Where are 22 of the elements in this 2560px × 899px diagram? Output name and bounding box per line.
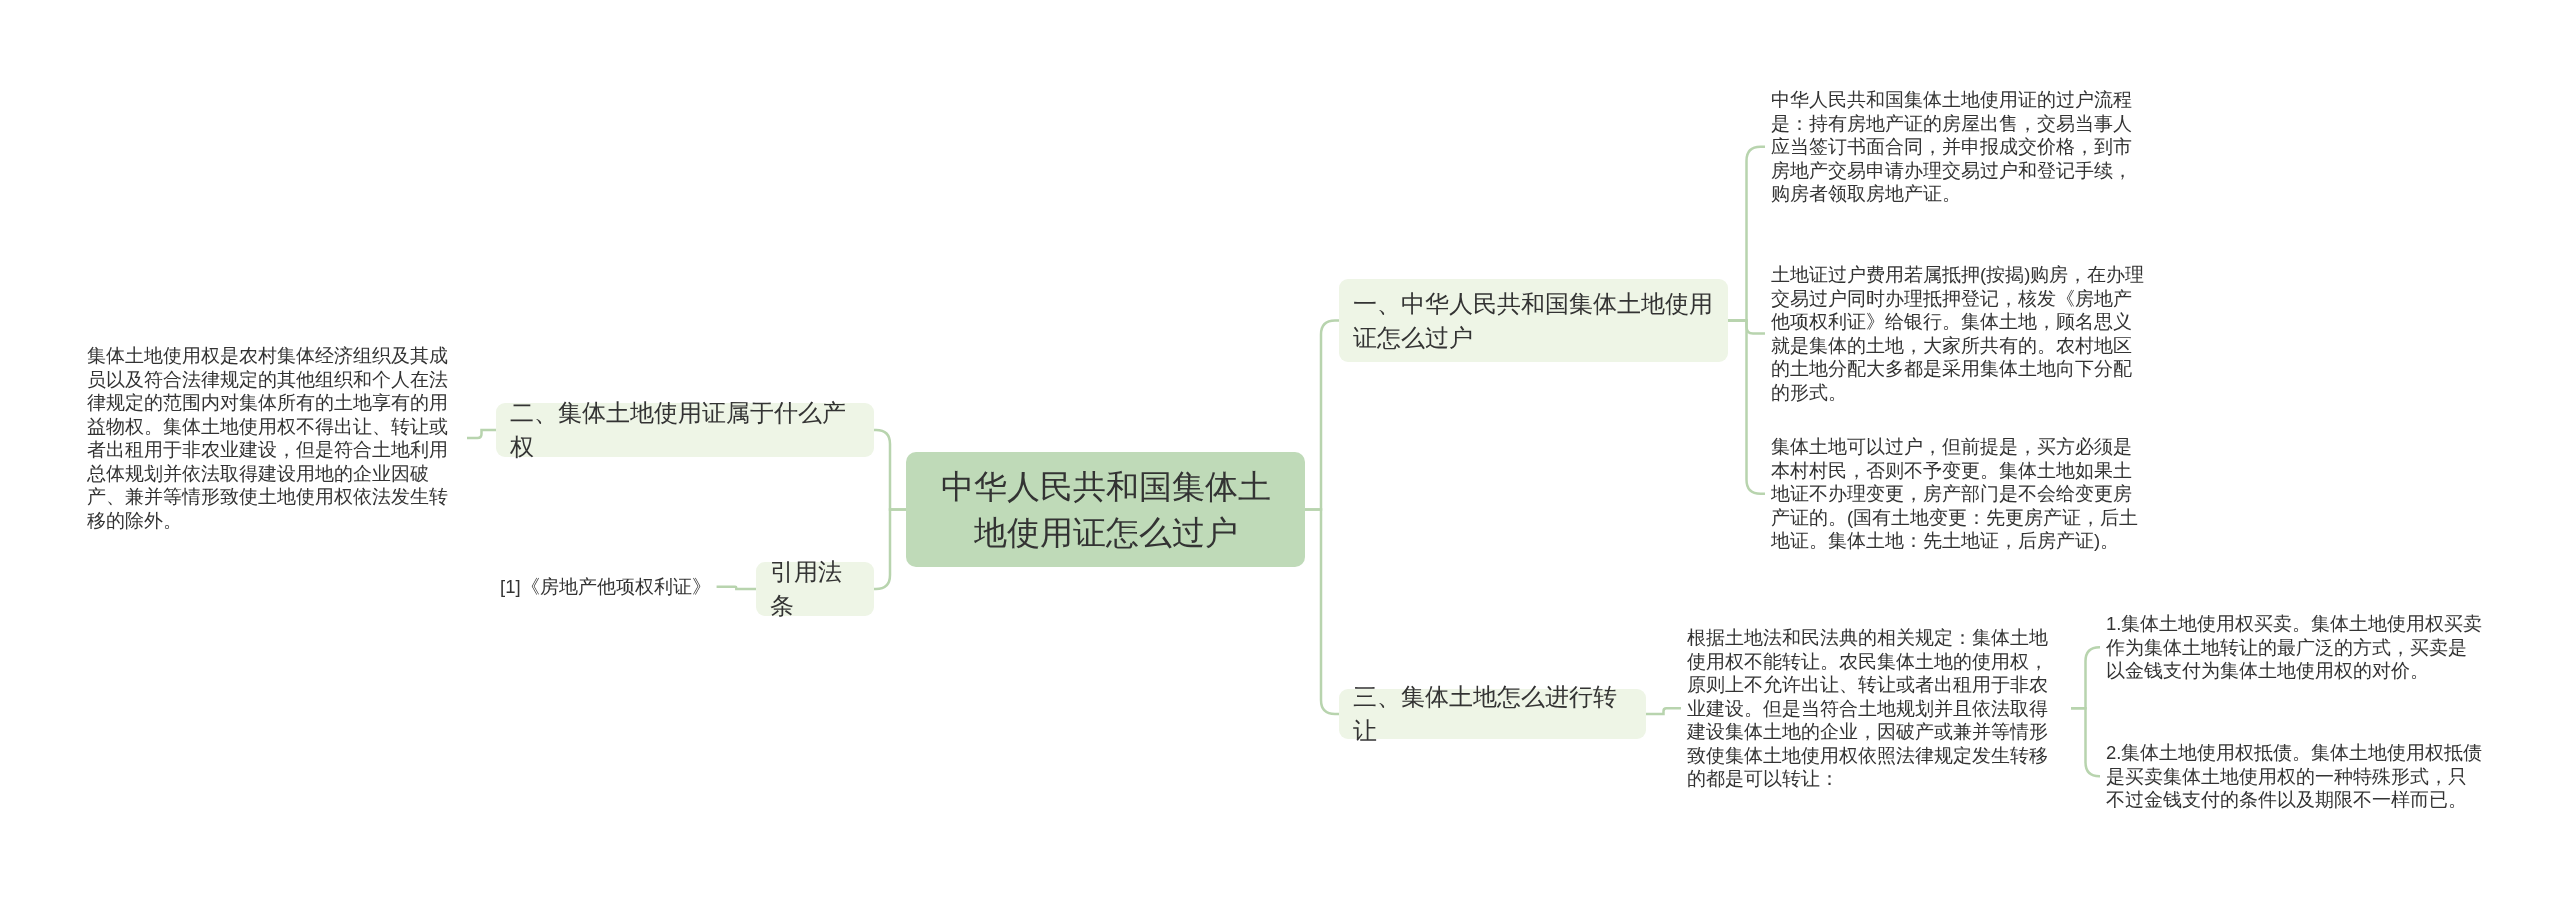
topic-box — [496, 403, 874, 457]
note-text: 1.集体土地使用权买卖。集体土地使用权买卖作为集体土地转让的最广泛的方式，买卖是以金钱支付为集体土地使用权的对价。 — [2106, 612, 2484, 683]
note-text: 土地证过户费用若属抵押(按揭)购房，在办理交易过户同时办理抵押登记，核发《房地产他项权利证》给银行。集体土地，顾名思义就是集体的土地，大家所共有的。农村地区的土地分配大多都是采用集体土地向下分配的形式。 — [1771, 263, 2149, 404]
topic-text: 中华人民共和国集体土地使用证怎么过户 — [939, 466, 1272, 553]
note-text: 2.集体土地使用权抵债。集体土地使用权抵债是买卖集体土地使用权的一种特殊形式，只不过金钱支付的条件以及期限不一样而已。 — [2106, 741, 2484, 812]
connector-line — [716, 585, 756, 591]
topic-box — [1339, 279, 1728, 362]
note-text: 集体土地可以过户，但前提是，买方必须是本村村民，否则不予变更。集体土地如果土地证不办理变更，房产部门是不会给变更房产证的。(国有土地变更：先更房产证，后土地证。集体土地：先土地证，后房产证)。 — [1771, 435, 2149, 553]
connector-line — [467, 428, 496, 440]
topic-text: 二、集体土地使用证属于什么产权 — [510, 398, 847, 462]
note-text: 中华人民共和国集体土地使用证的过户流程是：持有房地产证的房屋出售，交易当事人应当签订书面合同，并申报成交价格，到市房地产交易申请办理交易过户和登记手续，购房者领取房地产证。 — [1771, 88, 2149, 206]
note-text: 集体土地使用权是农村集体经济组织及其成员以及符合法律规定的其他组织和个人在法律规定的范围内对集体所有的土地享有的用益物权。集体土地使用权不得出让、转让或者出租用于非农业建设，但是符合土地利用总体规划并依法取得建设用地的企业因破产、兼并等情形致使土地使用权依法发生转移的除外。 — [87, 344, 461, 532]
topic-text: 引用法条 — [770, 557, 843, 621]
central-topic-box — [906, 452, 1305, 567]
note-text: 根据土地法和民法典的相关规定：集体土地使用权不能转让。农民集体土地的使用权，原则上不允许出让、转让或者出租用于非农业建设。但是当符合土地规划并且依法取得建设集体土地的企业，因破产或兼并等情形致使集体土地使用权依照法律规定发生转移的都是可以转让： — [1687, 626, 2065, 791]
connector-line — [2071, 707, 2101, 778]
connector-line — [1646, 707, 1681, 716]
note-text: [1]《房地产他项权利证》 — [500, 575, 716, 599]
connector-line — [874, 508, 906, 591]
topic-text: 三、集体土地怎么进行转让 — [1353, 682, 1618, 746]
topic-text: 一、中华人民共和国集体土地使用证怎么过户 — [1353, 288, 1714, 353]
topic-box — [756, 562, 874, 616]
